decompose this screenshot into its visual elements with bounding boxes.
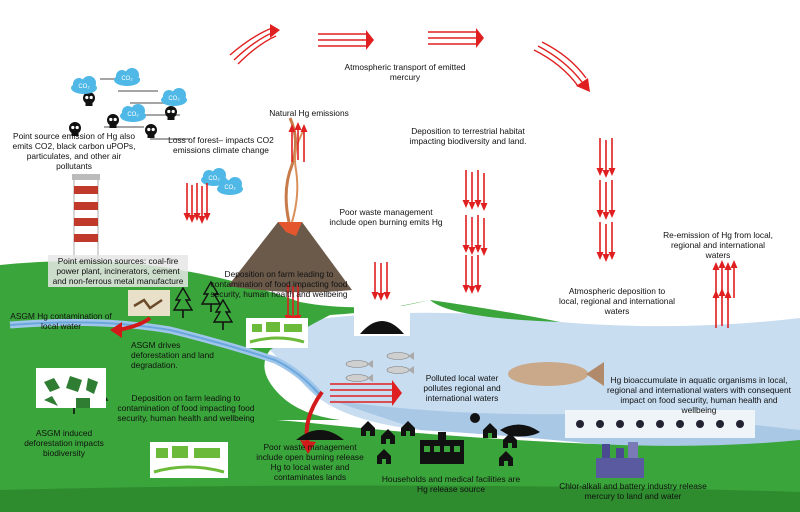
label-poor-waste-release: Poor waste management include open burni… — [256, 442, 364, 482]
label-bioaccumulate: Hg bioaccumulate in aquatic organisms in… — [607, 375, 791, 415]
label-households: Households and medical facilities are Hg… — [381, 474, 521, 494]
label-asgm-deforestation: ASGM drives deforestation and land degra… — [131, 340, 214, 370]
label-reemission: Re-emission of Hg from local, regional a… — [663, 230, 773, 260]
label-deposition-farm-top: Deposition on farm leading to contaminat… — [210, 269, 348, 299]
label-chlor-alkali: Chlor-alkali and battery industry releas… — [559, 481, 707, 501]
label-point-source-emission: Point source emission of Hg also emits C… — [12, 131, 136, 171]
label-atmospheric-deposition: Atmospheric deposition to local, regiona… — [559, 286, 675, 316]
label-point-emission-sources: Point emission sources: coal-fire power … — [48, 255, 188, 287]
label-polluted-water: Polluted local water pollutes regional a… — [423, 373, 501, 403]
label-asgm-contamination: ASGM Hg contamination of local water — [10, 311, 112, 331]
label-loss-of-forest: Loss of forest– impacts CO2 emissions cl… — [168, 135, 274, 155]
label-deposition-terrestrial: Deposition to terrestrial habitat impact… — [409, 126, 527, 146]
label-deposition-farm-bottom: Deposition on farm leading to contaminat… — [117, 393, 255, 423]
label-asgm-biodiversity: ASGM induced deforestation impacts biodi… — [24, 428, 104, 458]
label-poor-waste-burning: Poor waste management include open burni… — [329, 207, 443, 227]
label-natural-hg-emissions: Natural Hg emissions — [269, 108, 349, 118]
label-atmospheric-transport: Atmospheric transport of emitted mercury — [344, 62, 466, 82]
